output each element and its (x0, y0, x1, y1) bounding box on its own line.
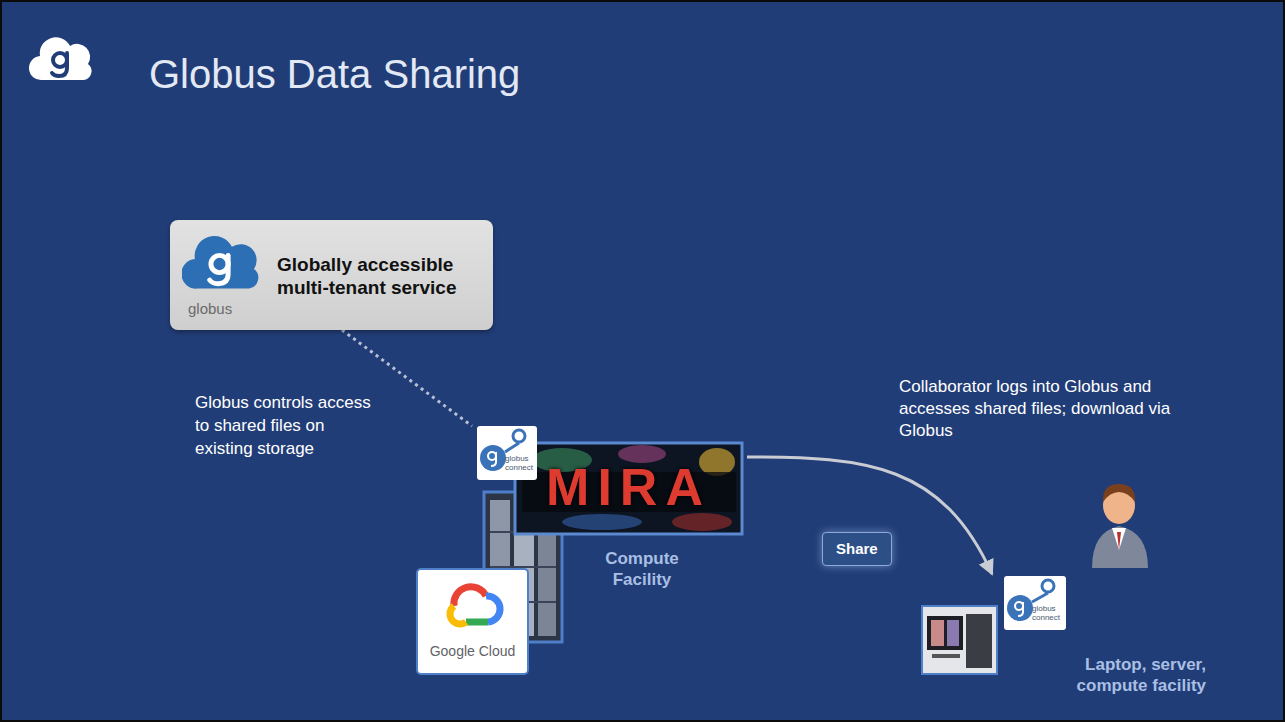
text-slot: MIRA (515, 457, 742, 517)
note-text: Globus controls access to shared files o… (195, 391, 385, 460)
logo-wordmark: Google Cloud (417, 643, 528, 660)
destination-label: Laptop, server, compute facility (1046, 654, 1206, 696)
text-slot: Compute Facility (583, 548, 701, 590)
text-slot: globus (188, 300, 268, 318)
text-slot: globus connect (1032, 604, 1066, 622)
service-box: Globally accessible multi-tenant service… (170, 220, 493, 330)
slide-title: Globus Data Sharing (149, 50, 1049, 98)
photo-lettering: MIRA (515, 457, 742, 517)
google-cloud-tile (417, 569, 528, 674)
workstation-photo (922, 606, 997, 674)
text-slot: Globally accessible multi-tenant service (277, 253, 482, 299)
globus-connect-badge (477, 426, 537, 480)
text-slot: Share (822, 532, 892, 566)
text-slot: Collaborator logs into Globus and access… (899, 376, 1189, 442)
text-slot: Google Cloud (417, 643, 528, 660)
facility-label: Compute Facility (583, 548, 701, 590)
note-text: Collaborator logs into Globus and access… (899, 376, 1189, 442)
globus-logo (182, 232, 262, 296)
badge-wordmark: globus connect (505, 454, 536, 472)
share-button: Share (822, 532, 892, 566)
badge-wordmark: globus connect (1032, 604, 1066, 622)
text-slot: globus connect (505, 454, 536, 472)
supercomputer-photo (515, 443, 742, 534)
destination-group: Laptop, server, compute facility (920, 574, 1220, 704)
text-slot: Globus Data Sharing (149, 50, 1049, 98)
globus-logo (29, 37, 92, 80)
service-label: Globally accessible multi-tenant service (277, 253, 482, 299)
collaborator-icon (1092, 484, 1148, 568)
logo-wordmark: globus (188, 300, 268, 318)
text-slot: Laptop, server, compute facility (1046, 654, 1206, 696)
globus-connect-badge (1004, 576, 1066, 630)
text-slot: Globus controls access to shared files o… (195, 391, 385, 460)
share-arrow (747, 457, 992, 574)
